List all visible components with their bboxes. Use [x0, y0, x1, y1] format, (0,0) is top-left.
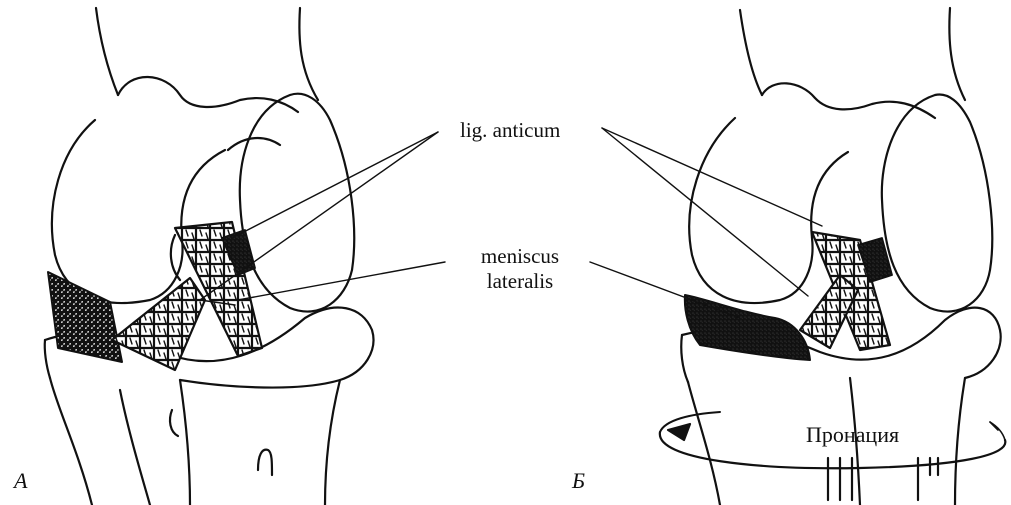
label-meniscus-line2: lateralis	[450, 271, 590, 292]
panel-label-b: Б	[572, 470, 585, 492]
label-meniscus-lateralis: meniscus lateralis	[450, 246, 590, 292]
label-meniscus-line1: meniscus	[450, 246, 590, 267]
panel-label-a: A	[14, 470, 27, 492]
label-pronation: Пронация	[806, 424, 899, 446]
label-lig-anticum: lig. anticum	[460, 120, 560, 141]
knee-a-drawing	[45, 8, 374, 505]
label-leaders-a	[200, 132, 445, 300]
